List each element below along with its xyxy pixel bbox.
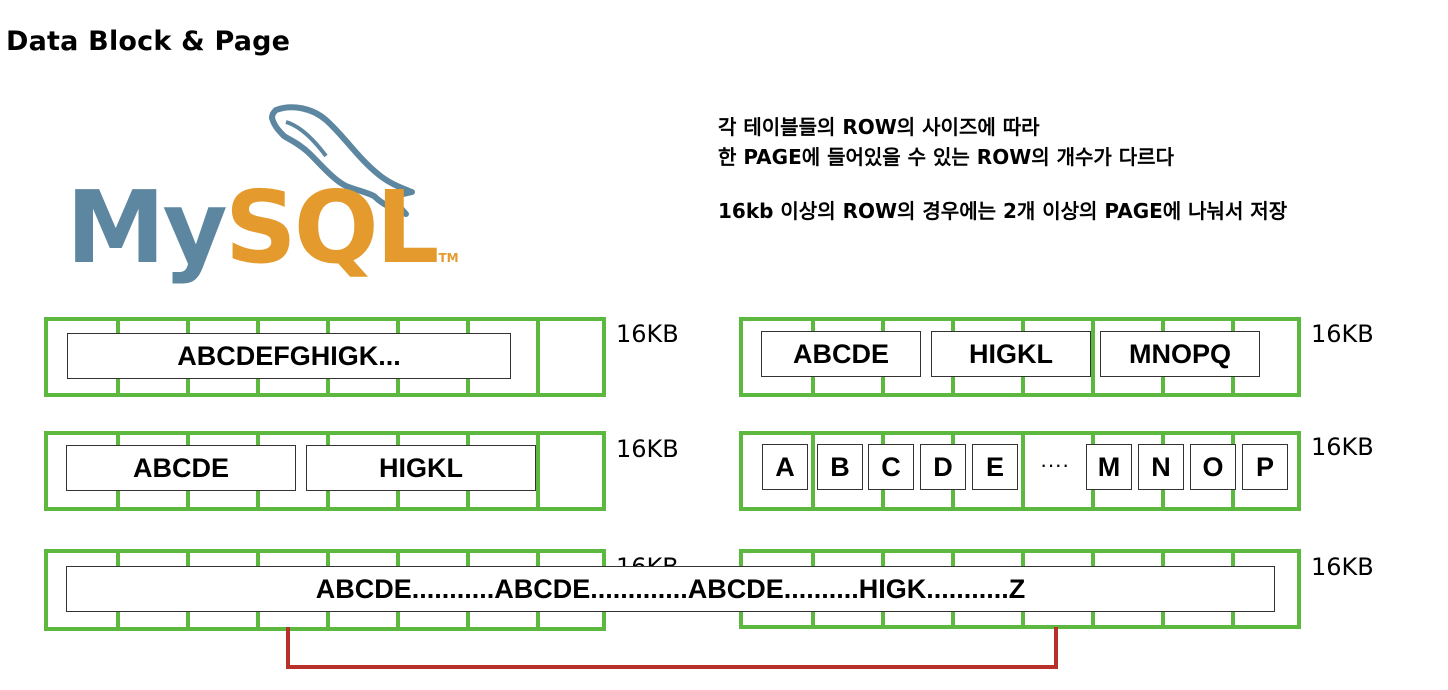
row-block: ABCDEFGHIGK... bbox=[67, 333, 511, 379]
page-title: Data Block & Page bbox=[6, 26, 291, 57]
spanning-row-block: ABCDE...........ABCDE.............ABCDE.… bbox=[66, 566, 1275, 612]
row-block: D bbox=[920, 444, 966, 490]
note-line-1: 각 테이블들의 ROW의 사이즈에 따라 bbox=[718, 115, 1040, 139]
row-block: ABCDE bbox=[66, 445, 296, 491]
row-block: B bbox=[817, 444, 863, 490]
row-block: A bbox=[762, 444, 808, 490]
note-line-3: 16kb 이상의 ROW의 경우에는 2개 이상의 PAGE에 나눠서 저장 bbox=[718, 199, 1288, 223]
page-size-label: 16KB bbox=[616, 435, 679, 463]
row-block: N bbox=[1138, 444, 1184, 490]
row-block: C bbox=[868, 444, 914, 490]
notes: 각 테이블들의 ROW의 사이즈에 따라 한 PAGE에 들어있을 수 있는 R… bbox=[718, 112, 1287, 226]
mysql-dolphin-icon bbox=[269, 104, 415, 217]
page-size-label: 16KB bbox=[1311, 320, 1374, 348]
note-line-2: 한 PAGE에 들어있을 수 있는 ROW의 개수가 다르다 bbox=[718, 145, 1174, 169]
row-block: P bbox=[1242, 444, 1288, 490]
row-block: M bbox=[1086, 444, 1132, 490]
page-size-label: 16KB bbox=[1311, 433, 1374, 461]
page-size-label: 16KB bbox=[1311, 553, 1374, 581]
row-block: HIGKL bbox=[306, 445, 536, 491]
row-block: O bbox=[1190, 444, 1236, 490]
page-size-label: 16KB bbox=[616, 320, 679, 348]
page-link-connector bbox=[286, 627, 1058, 669]
ellipsis: ···· bbox=[1040, 452, 1070, 477]
row-block: HIGKL bbox=[931, 331, 1091, 377]
row-block: ABCDE bbox=[761, 331, 921, 377]
row-block: MNOPQ bbox=[1100, 331, 1260, 377]
row-block: E bbox=[972, 444, 1018, 490]
